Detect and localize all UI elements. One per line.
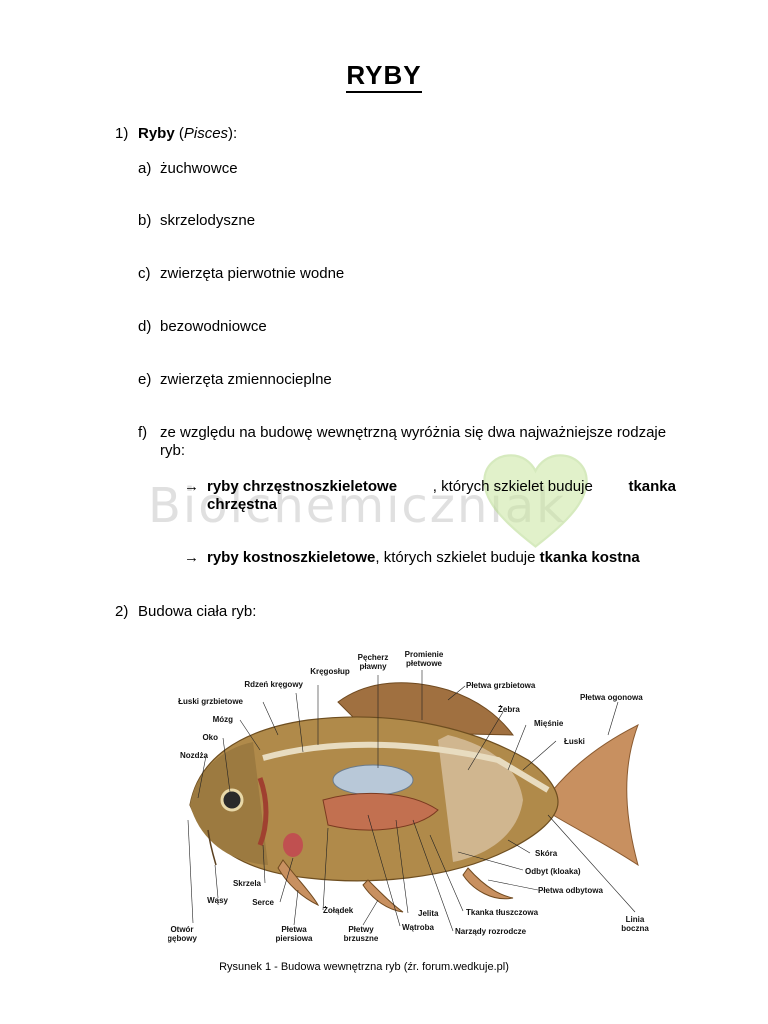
- label-pecherz: Pęcherz: [358, 653, 389, 662]
- subtype-cartilaginous-cont: chrzęstna: [207, 496, 278, 513]
- barbel-shape: [207, 829, 217, 866]
- item-letter: a): [138, 160, 152, 177]
- list-item: zwierzęta pierwotnie wodne: [160, 265, 345, 282]
- label-skora: Skóra: [535, 849, 558, 858]
- label-luski-grzbietowe: Łuski grzbietowe: [178, 697, 243, 706]
- heart-logo-icon: [483, 454, 588, 548]
- label-brzuszne-2: brzuszne: [344, 934, 379, 943]
- label-luski: Łuski: [564, 737, 585, 746]
- label-otwor: Otwór: [170, 925, 193, 934]
- label-piersiowa-2: piersiowa: [276, 934, 313, 943]
- tail-fin-shape: [552, 723, 639, 867]
- label-promienie: Promienie: [405, 650, 444, 659]
- list-item: ze względu na budowę wewnętrzną wyróżnia…: [160, 424, 667, 459]
- label-pecherz-2: pławny: [359, 662, 387, 671]
- list-item: zwierzęta zmiennocieplne: [160, 371, 332, 388]
- label-linia-2: boczna: [621, 924, 649, 933]
- label-watroba: Wątroba: [402, 923, 435, 932]
- label-oko: Oko: [202, 733, 218, 742]
- label-pletwa-ogonowa: Płetwa ogonowa: [580, 693, 643, 702]
- label-pletwa-grzbietowa: Płetwa grzbietowa: [466, 681, 536, 690]
- fish-anatomy-figure: Pęcherz pławny Promienie płetwowe Kręgos…: [168, 650, 649, 943]
- label-zoladek: Żołądek: [323, 906, 354, 915]
- section-2-number: 2): [115, 603, 129, 620]
- label-narzady: Narządy rozrodcze: [455, 927, 527, 936]
- heart-organ-shape: [283, 833, 303, 857]
- label-kregoslup: Kręgosłup: [310, 667, 350, 676]
- label-mozg: Mózg: [213, 715, 234, 724]
- arrow-icon: →: [184, 478, 199, 495]
- label-tkanka: Tkanka tłuszczowa: [466, 908, 539, 917]
- item-letter: f): [138, 424, 148, 441]
- gills-shape: [257, 777, 269, 846]
- label-pletwa-odbytowa: Płetwa odbytowa: [538, 886, 603, 895]
- figure-caption: Rysunek 1 - Budowa wewnętrzna ryb (źr. f…: [219, 961, 509, 973]
- item-letter: c): [138, 265, 151, 282]
- label-jelita: Jelita: [418, 909, 439, 918]
- list-item: skrzelodyszne: [160, 212, 256, 229]
- anal-fin-shape: [462, 867, 514, 900]
- label-linia: Linia: [626, 915, 645, 924]
- list-item: żuchwowce: [160, 160, 238, 177]
- subtype-cartilaginous: ryby chrzęstnoszkieletowe, których szkie…: [207, 478, 676, 495]
- intestine-shape: [322, 792, 439, 831]
- item-letter: b): [138, 212, 152, 229]
- swim-bladder-shape: [332, 764, 414, 796]
- spine-shape: [262, 741, 550, 793]
- label-piersiowa: Płetwa: [281, 925, 307, 934]
- label-zebra: Żebra: [498, 705, 520, 714]
- page-title: RYBY: [0, 60, 768, 93]
- label-serce: Serce: [252, 898, 274, 907]
- section-2-heading: Budowa ciała ryb:: [138, 603, 257, 620]
- label-brzuszne: Płetwy: [348, 925, 374, 934]
- arrow-icon: →: [184, 549, 199, 566]
- label-promienie-2: płetwowe: [406, 659, 443, 668]
- section-1-heading: Ryby (Pisces):: [138, 125, 238, 142]
- label-nozdza: Nozdża: [180, 751, 209, 760]
- label-skrzela: Skrzela: [233, 879, 262, 888]
- label-wasy: Wąsy: [207, 896, 228, 905]
- fish-eye-shape: [220, 788, 244, 812]
- item-letter: d): [138, 318, 152, 335]
- label-rdzen: Rdzeń kręgowy: [244, 680, 303, 689]
- item-letter: e): [138, 371, 152, 388]
- muscle-shape: [438, 735, 523, 862]
- pectoral-fin-shape: [277, 859, 320, 907]
- pelvic-fin-shape: [362, 879, 404, 913]
- list-item: bezowodniowce: [160, 318, 267, 335]
- label-odbyt: Odbyt (kloaka): [525, 867, 581, 876]
- section-1-number: 1): [115, 125, 129, 142]
- label-miesnie: Mięśnie: [534, 719, 564, 728]
- label-otwor-2: gębowy: [168, 934, 197, 943]
- subtype-bony: ryby kostnoszkieletowe, których szkielet…: [207, 549, 640, 566]
